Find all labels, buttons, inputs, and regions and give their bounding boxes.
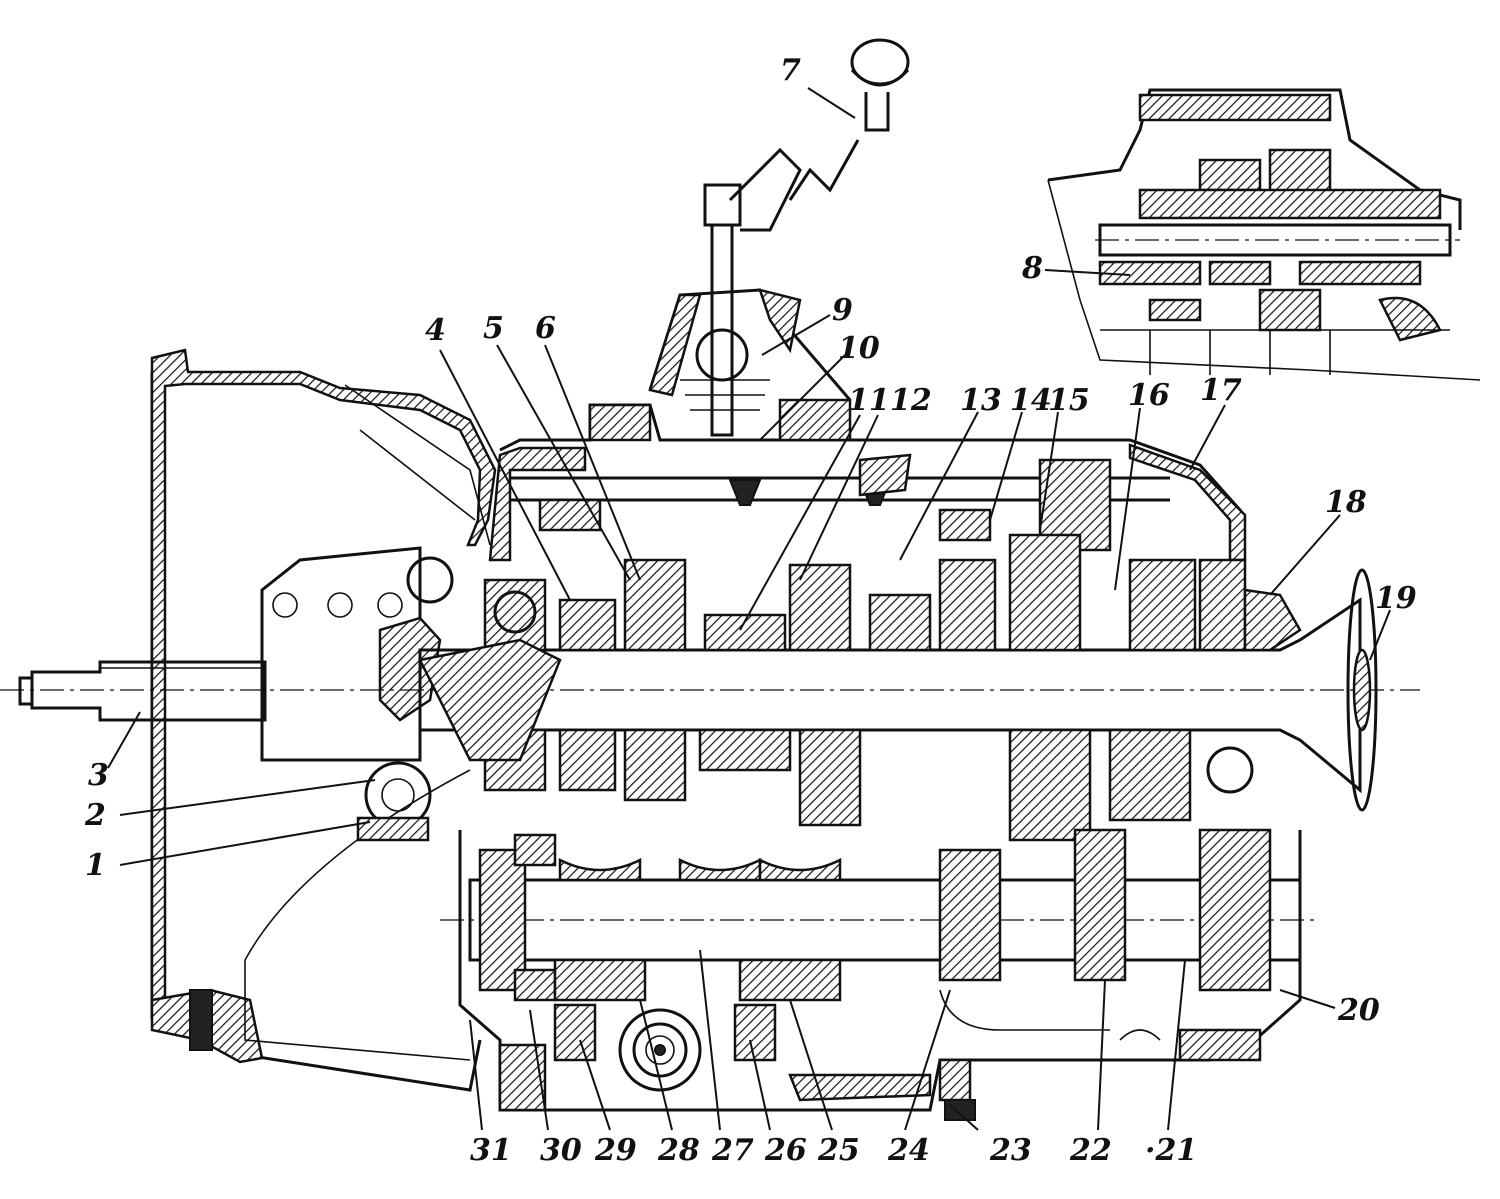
clutch-housing	[150, 348, 497, 1092]
callout-20: 20	[1337, 993, 1380, 1028]
callout-16: 16	[1128, 378, 1170, 413]
callout-18: 18	[1325, 485, 1367, 520]
callout-19: 19	[1375, 581, 1417, 616]
leader-lines	[107, 87, 1391, 1131]
callout-8: 8	[1021, 251, 1043, 286]
input-shaft	[18, 546, 454, 842]
callout-21: ·21	[1145, 1133, 1197, 1168]
callout-27: 27	[711, 1133, 754, 1168]
callout-labels: 1 2 3 4 5 6 7 8 9 10 11 12 13 14 15 16 1…	[84, 53, 1417, 1168]
main-shaft	[0, 533, 1420, 842]
callout-24: 24	[887, 1133, 930, 1168]
callout-11: 11	[848, 383, 890, 418]
callout-6: 6	[535, 311, 556, 346]
callout-22: 22	[1069, 1133, 1112, 1168]
callout-7: 7	[780, 53, 801, 88]
callout-2: 2	[84, 798, 106, 833]
callout-29: 29	[594, 1133, 637, 1168]
inset-detail	[1047, 88, 1481, 381]
callout-13: 13	[960, 383, 1002, 418]
callout-9: 9	[832, 293, 853, 328]
callout-28: 28	[657, 1133, 700, 1168]
callout-17: 17	[1200, 373, 1242, 408]
callout-30: 30	[540, 1133, 582, 1168]
callout-31: 31	[470, 1133, 512, 1168]
callout-12: 12	[890, 383, 932, 418]
callout-3: 3	[88, 758, 109, 793]
callout-1: 1	[85, 848, 106, 883]
callout-23: 23	[989, 1133, 1032, 1168]
callout-26: 26	[764, 1133, 807, 1168]
gearbox-housing	[458, 403, 1302, 1121]
shift-lever	[588, 38, 910, 442]
callout-14: 14	[1010, 383, 1052, 418]
callout-5: 5	[483, 311, 504, 346]
callout-10: 10	[838, 331, 880, 366]
callout-15: 15	[1048, 383, 1090, 418]
callout-4: 4	[425, 313, 446, 348]
countershaft	[440, 828, 1320, 1092]
callout-25: 25	[817, 1133, 860, 1168]
